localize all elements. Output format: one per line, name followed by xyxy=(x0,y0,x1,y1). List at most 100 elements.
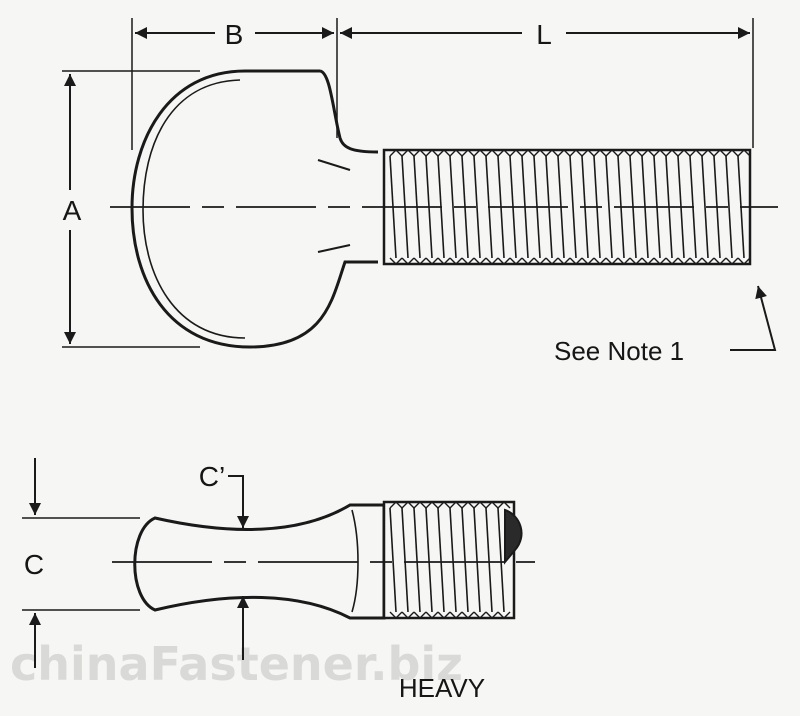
thread-crest xyxy=(689,149,703,157)
screw-head-outline xyxy=(130,69,378,349)
heavy-neck-shade xyxy=(351,509,359,613)
thread-crest xyxy=(617,257,631,265)
thread-crest xyxy=(461,611,475,619)
thread-crest xyxy=(461,257,475,265)
thread-crest xyxy=(497,149,511,157)
thread-crest xyxy=(653,149,667,157)
see-note-label: See Note 1 xyxy=(554,336,684,366)
thread-crest xyxy=(533,149,547,157)
thread-crest xyxy=(509,257,523,265)
thread-crest xyxy=(497,611,511,619)
thread-crest xyxy=(497,501,511,509)
thread-crest xyxy=(509,149,523,157)
thread-crest xyxy=(677,149,691,157)
thread-crest xyxy=(413,149,427,157)
thread-crest xyxy=(557,149,571,157)
thread-crest xyxy=(653,257,667,265)
thread-lines-heavy xyxy=(389,501,511,619)
thread-crest xyxy=(473,257,487,265)
thread-crest xyxy=(485,257,499,265)
top-view: B L A See Note 1 xyxy=(62,18,778,366)
thread-crest xyxy=(401,501,415,509)
note-leader-line xyxy=(730,285,777,351)
thread-crest xyxy=(401,149,415,157)
thread-crest xyxy=(437,257,451,265)
thread-crest xyxy=(545,149,559,157)
thread-crest xyxy=(485,611,499,619)
thread-crest xyxy=(593,257,607,265)
thread-crest xyxy=(545,257,559,265)
thread-crest xyxy=(413,501,427,509)
thread-crest xyxy=(485,149,499,157)
thread-crest xyxy=(401,257,415,265)
thread-crest xyxy=(389,501,403,509)
thread-line xyxy=(461,507,469,613)
thread-crest xyxy=(593,149,607,157)
neck-mark-top xyxy=(317,159,351,171)
thread-line xyxy=(425,507,433,613)
thread-line xyxy=(437,507,445,613)
thread-line xyxy=(449,507,457,613)
thread-crest xyxy=(473,611,487,619)
thread-crest xyxy=(425,611,439,619)
thread-crest xyxy=(389,149,403,157)
thread-crest xyxy=(401,611,415,619)
thread-line xyxy=(701,155,709,259)
screw-head-inner-edge xyxy=(142,79,246,339)
thread-crest xyxy=(425,501,439,509)
thread-line xyxy=(497,507,505,613)
neck-mark-bottom xyxy=(317,244,351,253)
thread-line xyxy=(473,155,481,259)
dim-label-c-prime: C’ xyxy=(199,461,225,492)
thread-crest xyxy=(437,501,451,509)
thread-crest xyxy=(701,257,715,265)
heavy-threaded-shank xyxy=(382,500,516,620)
break-section xyxy=(504,508,523,565)
thread-crest xyxy=(521,149,535,157)
thread-crest xyxy=(665,149,679,157)
thread-crest xyxy=(449,501,463,509)
thread-line xyxy=(389,507,397,613)
dim-label-l: L xyxy=(536,19,552,50)
thread-line xyxy=(449,155,457,259)
dim-label-a: A xyxy=(63,195,82,226)
thread-crest xyxy=(413,257,427,265)
thread-crest xyxy=(533,257,547,265)
watermark-text: chinaFastener.biz xyxy=(10,637,463,691)
thread-crest xyxy=(737,257,751,265)
thread-crest xyxy=(461,149,475,157)
thread-crest xyxy=(557,257,571,265)
thread-crest xyxy=(437,611,451,619)
thread-line xyxy=(569,155,577,259)
thread-crest xyxy=(641,257,655,265)
thread-crest xyxy=(701,149,715,157)
thread-crest xyxy=(473,501,487,509)
dim-label-b: B xyxy=(225,19,244,50)
thread-crest xyxy=(629,149,643,157)
thread-line xyxy=(605,155,613,259)
heavy-caption: HEAVY xyxy=(399,673,485,703)
thread-crest xyxy=(689,257,703,265)
heavy-view: C C’ HEAVY xyxy=(22,458,535,703)
thread-crest xyxy=(737,149,751,157)
thread-crest xyxy=(449,257,463,265)
thread-crest xyxy=(521,257,535,265)
thread-line xyxy=(413,507,421,613)
thread-crest xyxy=(641,149,655,157)
thread-crest xyxy=(725,149,739,157)
thread-crest xyxy=(629,257,643,265)
dim-label-c: C xyxy=(24,549,44,580)
thread-crest xyxy=(569,149,583,157)
thread-crest xyxy=(413,611,427,619)
thread-line xyxy=(473,507,481,613)
thread-crest xyxy=(389,611,403,619)
thread-crest xyxy=(605,257,619,265)
thread-crest xyxy=(581,257,595,265)
thread-crest xyxy=(461,501,475,509)
thread-crest xyxy=(665,257,679,265)
screw-head-upper-neck xyxy=(319,69,379,154)
thread-crest xyxy=(569,257,583,265)
thread-crest xyxy=(425,257,439,265)
